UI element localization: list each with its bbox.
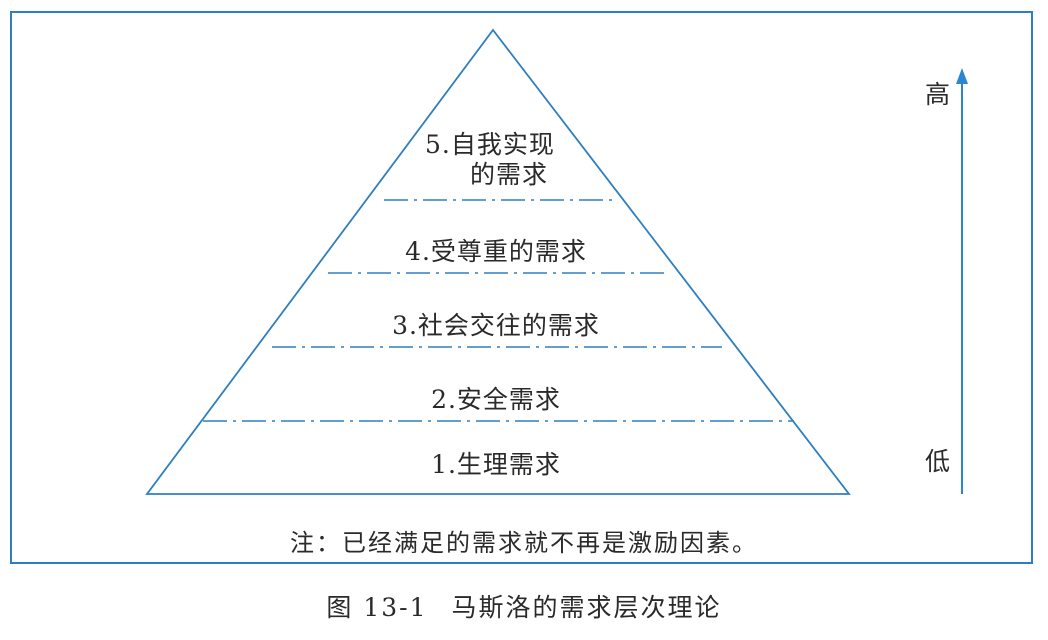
axis-high-label: 高 — [925, 80, 951, 109]
arrow-up-icon — [956, 68, 968, 84]
diagram-frame — [10, 11, 1033, 564]
level-5-label-line1: 5.自我实现 — [425, 130, 555, 159]
level-1-label: 1.生理需求 — [431, 450, 561, 479]
diagram-note: 注：已经满足的需求就不再是激励因素。 — [290, 529, 758, 557]
figure-title: 马斯洛的需求层次理论 — [451, 593, 722, 622]
level-5-label: 5.自我实现 的需求 — [425, 130, 555, 190]
level-3-label: 3.社会交往的需求 — [392, 311, 600, 340]
level-2-label: 2.安全需求 — [431, 385, 561, 414]
pyramid-outline — [145, 28, 851, 495]
figure-number: 图 13-1 — [326, 593, 428, 622]
level-4-label: 4.受尊重的需求 — [405, 237, 587, 266]
figure-caption: 图 13-1 马斯洛的需求层次理论 — [0, 588, 1048, 624]
level-5-label-line2: 的需求 — [470, 160, 549, 189]
axis-low-label: 低 — [925, 447, 951, 476]
